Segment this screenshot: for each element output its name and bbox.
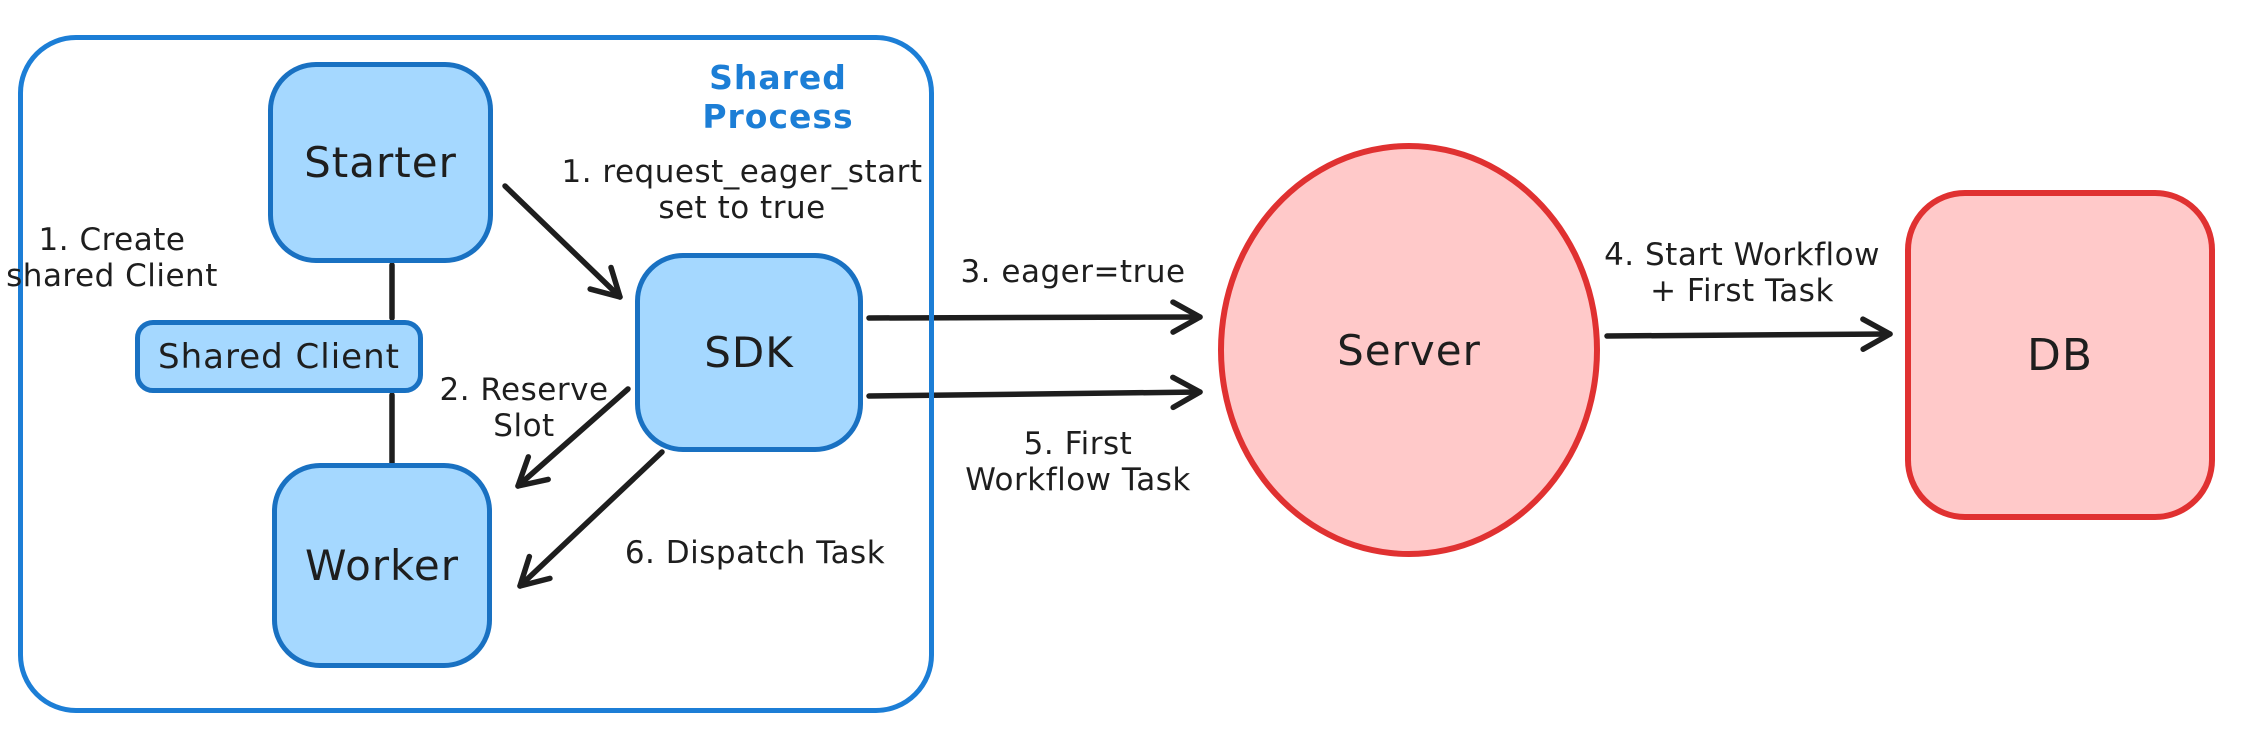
annotation-reserve-slot: 2. Reserve Slot xyxy=(439,372,609,444)
node-worker-label: Worker xyxy=(305,541,459,590)
annotation-eager-true: 3. eager=true xyxy=(960,254,1186,290)
node-worker: Worker xyxy=(272,463,492,668)
shared-process-label: Shared Process xyxy=(702,58,854,136)
node-server: Server xyxy=(1218,143,1600,557)
node-shared-client: Shared Client xyxy=(135,320,423,393)
node-shared-client-label: Shared Client xyxy=(158,336,400,377)
node-server-label: Server xyxy=(1337,325,1481,375)
annotation-start-workflow: 4. Start Workflow + First Task xyxy=(1604,237,1880,309)
annotation-create-shared-client: 1. Create shared Client xyxy=(6,222,218,294)
annotation-first-workflow-task: 5. First Workflow Task xyxy=(965,426,1191,498)
node-starter: Starter xyxy=(268,62,493,263)
node-db-label: DB xyxy=(2026,329,2094,381)
annotation-request-eager-start: 1. request_eager_start set to true xyxy=(561,154,923,226)
node-sdk: SDK xyxy=(635,253,863,452)
node-sdk-label: SDK xyxy=(704,328,794,377)
annotation-dispatch-task: 6. Dispatch Task xyxy=(624,535,886,571)
node-db: DB xyxy=(1905,190,2215,520)
node-starter-label: Starter xyxy=(304,138,457,187)
arrow-server-db xyxy=(1604,316,1893,352)
shared-process-frame xyxy=(18,35,934,713)
